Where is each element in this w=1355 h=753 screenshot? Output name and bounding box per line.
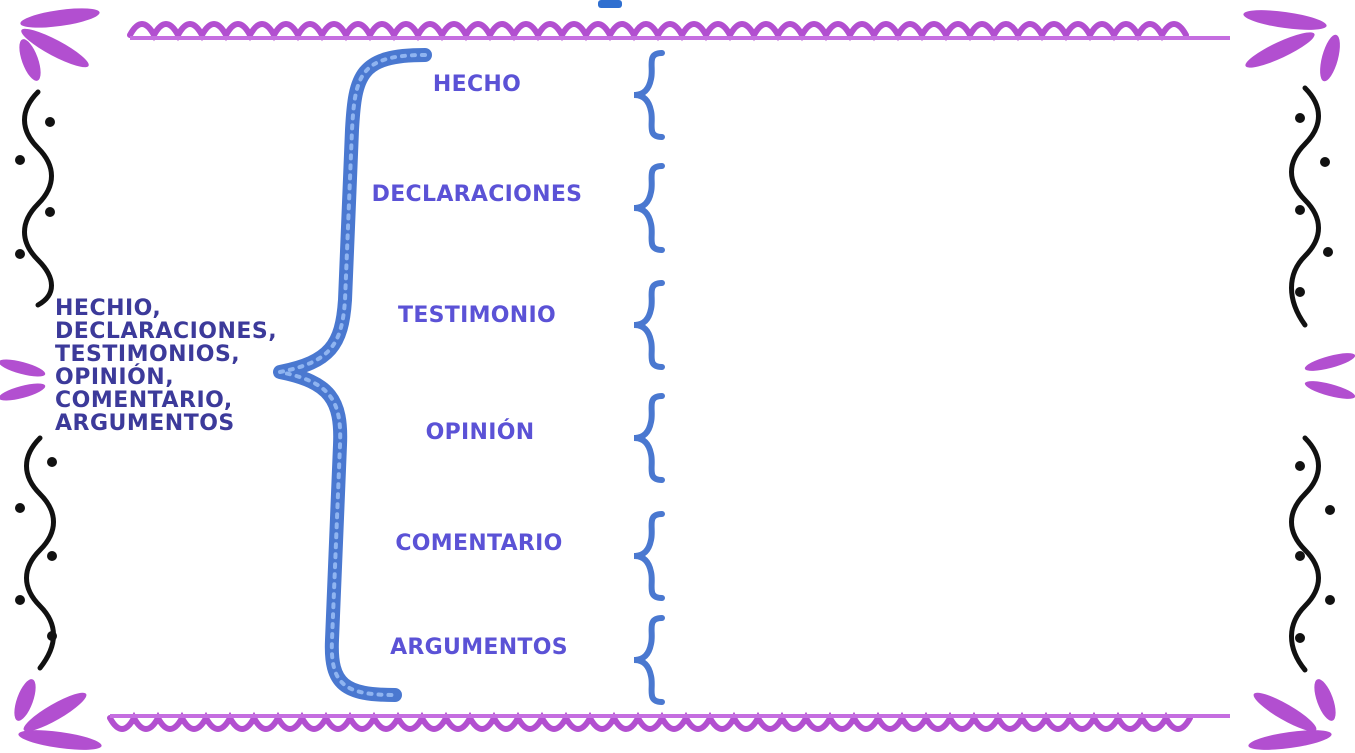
- top-tab: [598, 0, 622, 8]
- main-brace-highlight: [279, 53, 427, 697]
- small-brace-6: [633, 615, 665, 705]
- right-vine-lower-dots: [1295, 461, 1335, 643]
- main-topic-line: COMENTARIO,: [55, 388, 233, 413]
- left-vine-lower-dots: [15, 457, 57, 641]
- corner-flower-bottom-right: [1248, 679, 1336, 750]
- small-brace-2: [633, 163, 665, 253]
- corner-flower-top-right: [1243, 10, 1340, 82]
- bottom-scallop-border: [107, 711, 1193, 732]
- side-flower-right: [1304, 353, 1355, 399]
- category-testimonio: TESTIMONIO: [398, 303, 556, 328]
- main-topic-line: TESTIMONIOS,: [55, 342, 241, 367]
- category-opinion: OPINIÓN: [425, 420, 535, 445]
- right-vine-upper-dots: [1295, 113, 1333, 297]
- side-flower-left: [0, 359, 46, 401]
- small-brace-3: [633, 280, 665, 370]
- right-vine-lower: [1289, 435, 1321, 673]
- category-argumentos: ARGUMENTOS: [390, 635, 568, 660]
- left-vine-lower: [24, 435, 56, 671]
- main-topic-list: HECHIO, DECLARACIONES, TESTIMONIOS, OPIN…: [55, 297, 277, 435]
- small-brace-1: [633, 50, 665, 140]
- left-vine-upper: [22, 89, 54, 308]
- category-hecho: HECHO: [432, 72, 522, 97]
- corner-flower-bottom-left: [14, 679, 102, 750]
- main-topic-line: HECHIO,: [55, 296, 162, 321]
- small-braces-group: [633, 50, 665, 705]
- main-topic-line: OPINIÓN,: [55, 365, 175, 390]
- small-brace-5: [633, 511, 665, 601]
- corner-flower-top-left: [19, 8, 100, 81]
- main-topic-line: ARGUMENTOS: [55, 411, 235, 436]
- category-comentario: COMENTARIO: [395, 531, 563, 556]
- right-vine-upper: [1289, 85, 1321, 328]
- category-declaraciones: DECLARACIONES: [371, 182, 583, 207]
- small-brace-4: [633, 393, 665, 483]
- top-scallop-border: [127, 21, 1189, 42]
- left-vine-upper-dots: [15, 117, 55, 259]
- main-topic-line: DECLARACIONES,: [55, 319, 278, 344]
- main-brace: [273, 48, 432, 702]
